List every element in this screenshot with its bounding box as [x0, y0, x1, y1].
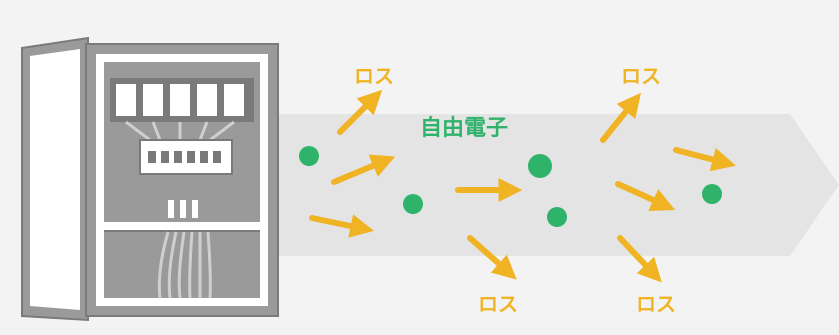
breaker — [224, 84, 244, 116]
electron-dot-icon — [299, 146, 319, 166]
breaker — [116, 84, 136, 116]
wires-top — [125, 120, 235, 142]
lower-panel — [104, 222, 260, 230]
terminal — [213, 151, 221, 163]
terminal — [148, 151, 156, 163]
connector — [180, 200, 186, 218]
arrow-icon — [600, 92, 642, 143]
arrow-icon — [617, 235, 662, 283]
terminal — [200, 151, 208, 163]
lower-panel-divider — [104, 230, 260, 232]
electron-dot-icon — [403, 194, 423, 214]
arrow-icon — [467, 235, 517, 280]
loss-label-bottom-right: ロス — [636, 292, 676, 316]
loss-label-bottom-left: ロス — [478, 292, 518, 316]
electrons — [299, 146, 722, 227]
arrows — [309, 89, 736, 283]
electron-dot-icon — [547, 207, 567, 227]
arrow-icon — [615, 181, 676, 211]
connector — [192, 200, 198, 218]
loss-label-top-right: ロス — [621, 64, 661, 88]
flow-band-arrow — [270, 114, 839, 256]
cable-bundle — [157, 231, 212, 299]
terminal — [187, 151, 195, 163]
breaker — [170, 84, 190, 116]
arrow-icon — [309, 214, 375, 238]
electrical-cabinet-icon — [21, 36, 279, 322]
loss-label-top-left: ロス — [354, 64, 394, 88]
terminal — [161, 151, 169, 163]
breaker — [197, 84, 217, 116]
arrow-icon — [673, 147, 736, 172]
breaker — [143, 84, 163, 116]
cabinet-door-inner — [30, 49, 80, 310]
connector — [168, 200, 174, 218]
electron-dot-icon — [702, 184, 722, 204]
terminal — [174, 151, 182, 163]
arrow-icon — [337, 89, 383, 135]
free-electrons-label: 自由電子 — [420, 116, 509, 141]
electron-dot-icon — [528, 154, 552, 178]
arrow-icon — [331, 154, 396, 185]
